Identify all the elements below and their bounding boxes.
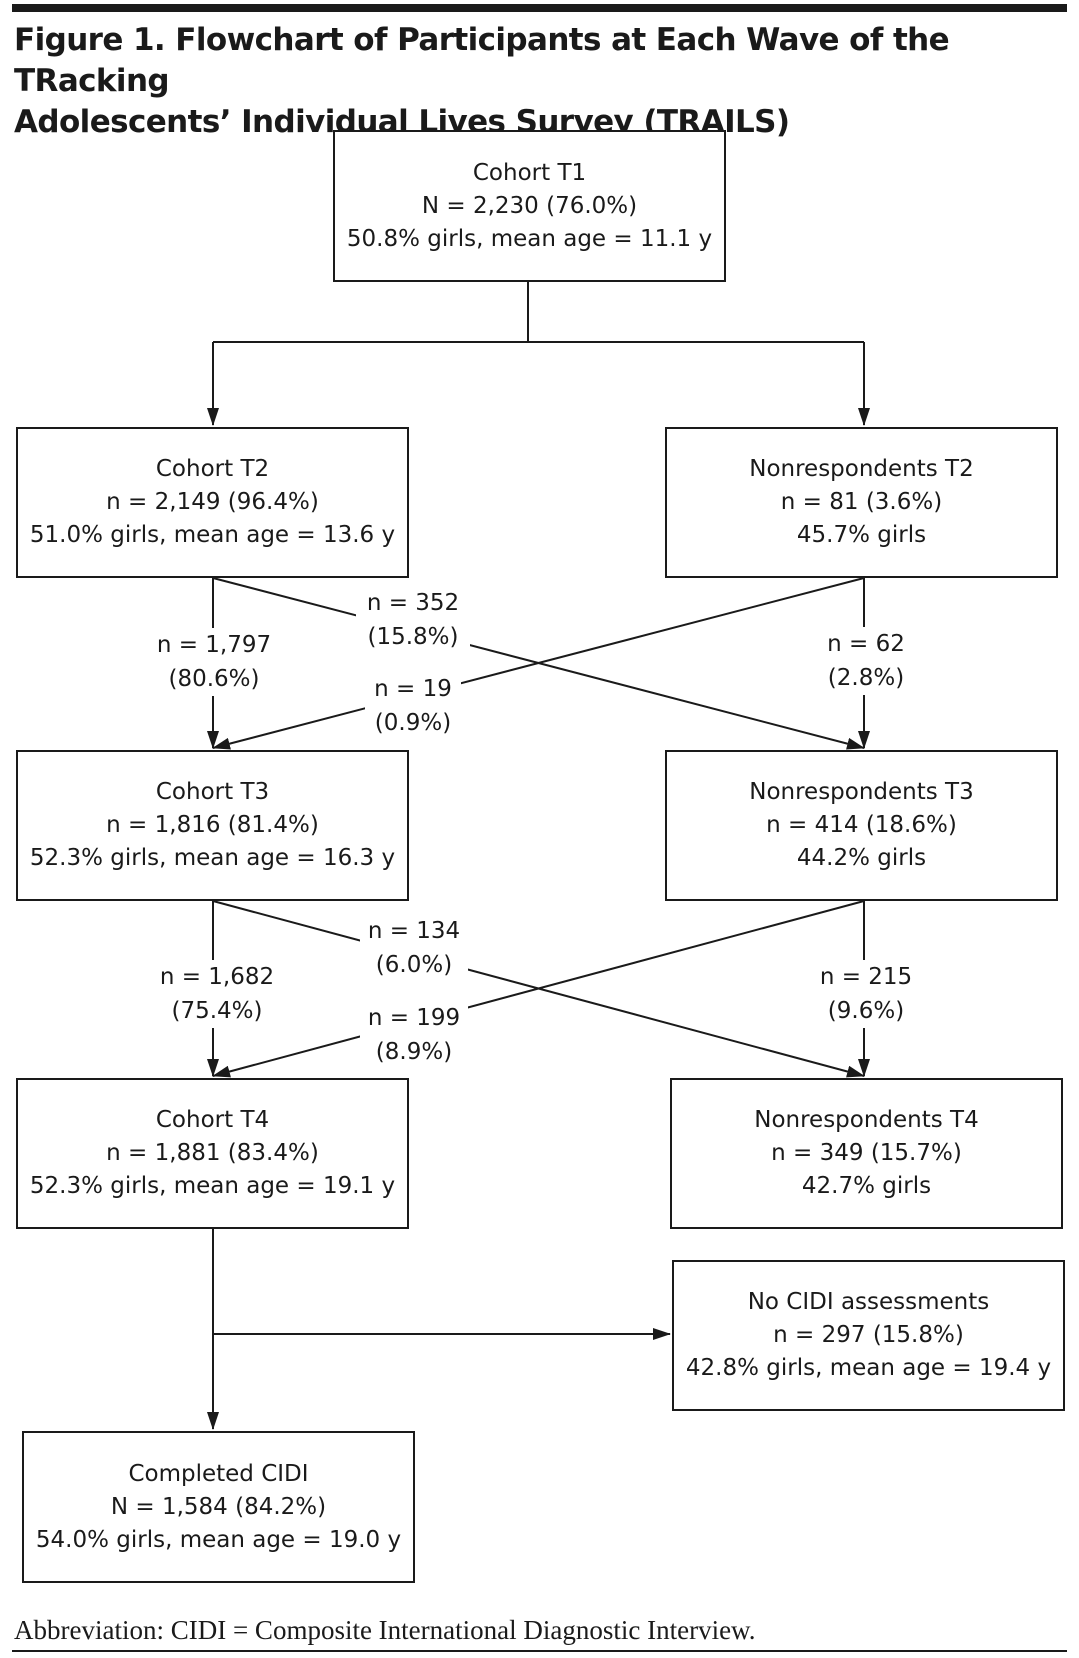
flow-label-t2nr-to-t3-nonresp: n = 62 (2.8%) [819, 627, 913, 695]
box-cohort-t3: Cohort T3 n = 1,816 (81.4%) 52.3% girls,… [16, 750, 409, 901]
box-nonrespondents-t3: Nonrespondents T3 n = 414 (18.6%) 44.2% … [665, 750, 1058, 901]
flow-label-t2nr-to-t3-cohort: n = 19 (0.9%) [365, 672, 461, 740]
figure-title: Figure 1. Flowchart of Participants at E… [14, 22, 950, 140]
box-cohort-t4: Cohort T4 n = 1,881 (83.4%) 52.3% girls,… [16, 1078, 409, 1229]
flow-label-t2-to-t3-nonresp: n = 352 (15.8%) [356, 586, 470, 654]
arrow-t3nr-to-t4-cohort [212, 900, 865, 1078]
box-no-cidi-assessments: No CIDI assessments n = 297 (15.8%) 42.8… [672, 1260, 1065, 1411]
flow-label-t3-to-t4-nonresp: n = 134 (6.0%) [360, 914, 468, 982]
box-cohort-t1: Cohort T1 N = 2,230 (76.0%) 50.8% girls,… [333, 130, 726, 282]
bottom-rule [12, 1650, 1067, 1652]
box-completed-cidi: Completed CIDI N = 1,584 (84.2%) 54.0% g… [22, 1431, 415, 1583]
top-rule [12, 4, 1067, 12]
flow-label-t3-to-t4-cohort: n = 1,682 (75.4%) [147, 960, 287, 1028]
arrow-t2nr-to-t3-cohort [212, 577, 865, 750]
flow-label-t3nr-to-t4-cohort: n = 199 (8.9%) [360, 1001, 468, 1069]
flow-label-t3nr-to-t4-nonresp: n = 215 (9.6%) [812, 960, 920, 1028]
box-cohort-t2: Cohort T2 n = 2,149 (96.4%) 51.0% girls,… [16, 427, 409, 578]
footnote-abbreviation: Abbreviation: CIDI = Composite Internati… [14, 1615, 756, 1645]
box-nonrespondents-t4: Nonrespondents T4 n = 349 (15.7%) 42.7% … [670, 1078, 1063, 1229]
box-nonrespondents-t2: Nonrespondents T2 n = 81 (3.6%) 45.7% gi… [665, 427, 1058, 578]
flow-label-t2-to-t3-cohort: n = 1,797 (80.6%) [142, 628, 286, 696]
